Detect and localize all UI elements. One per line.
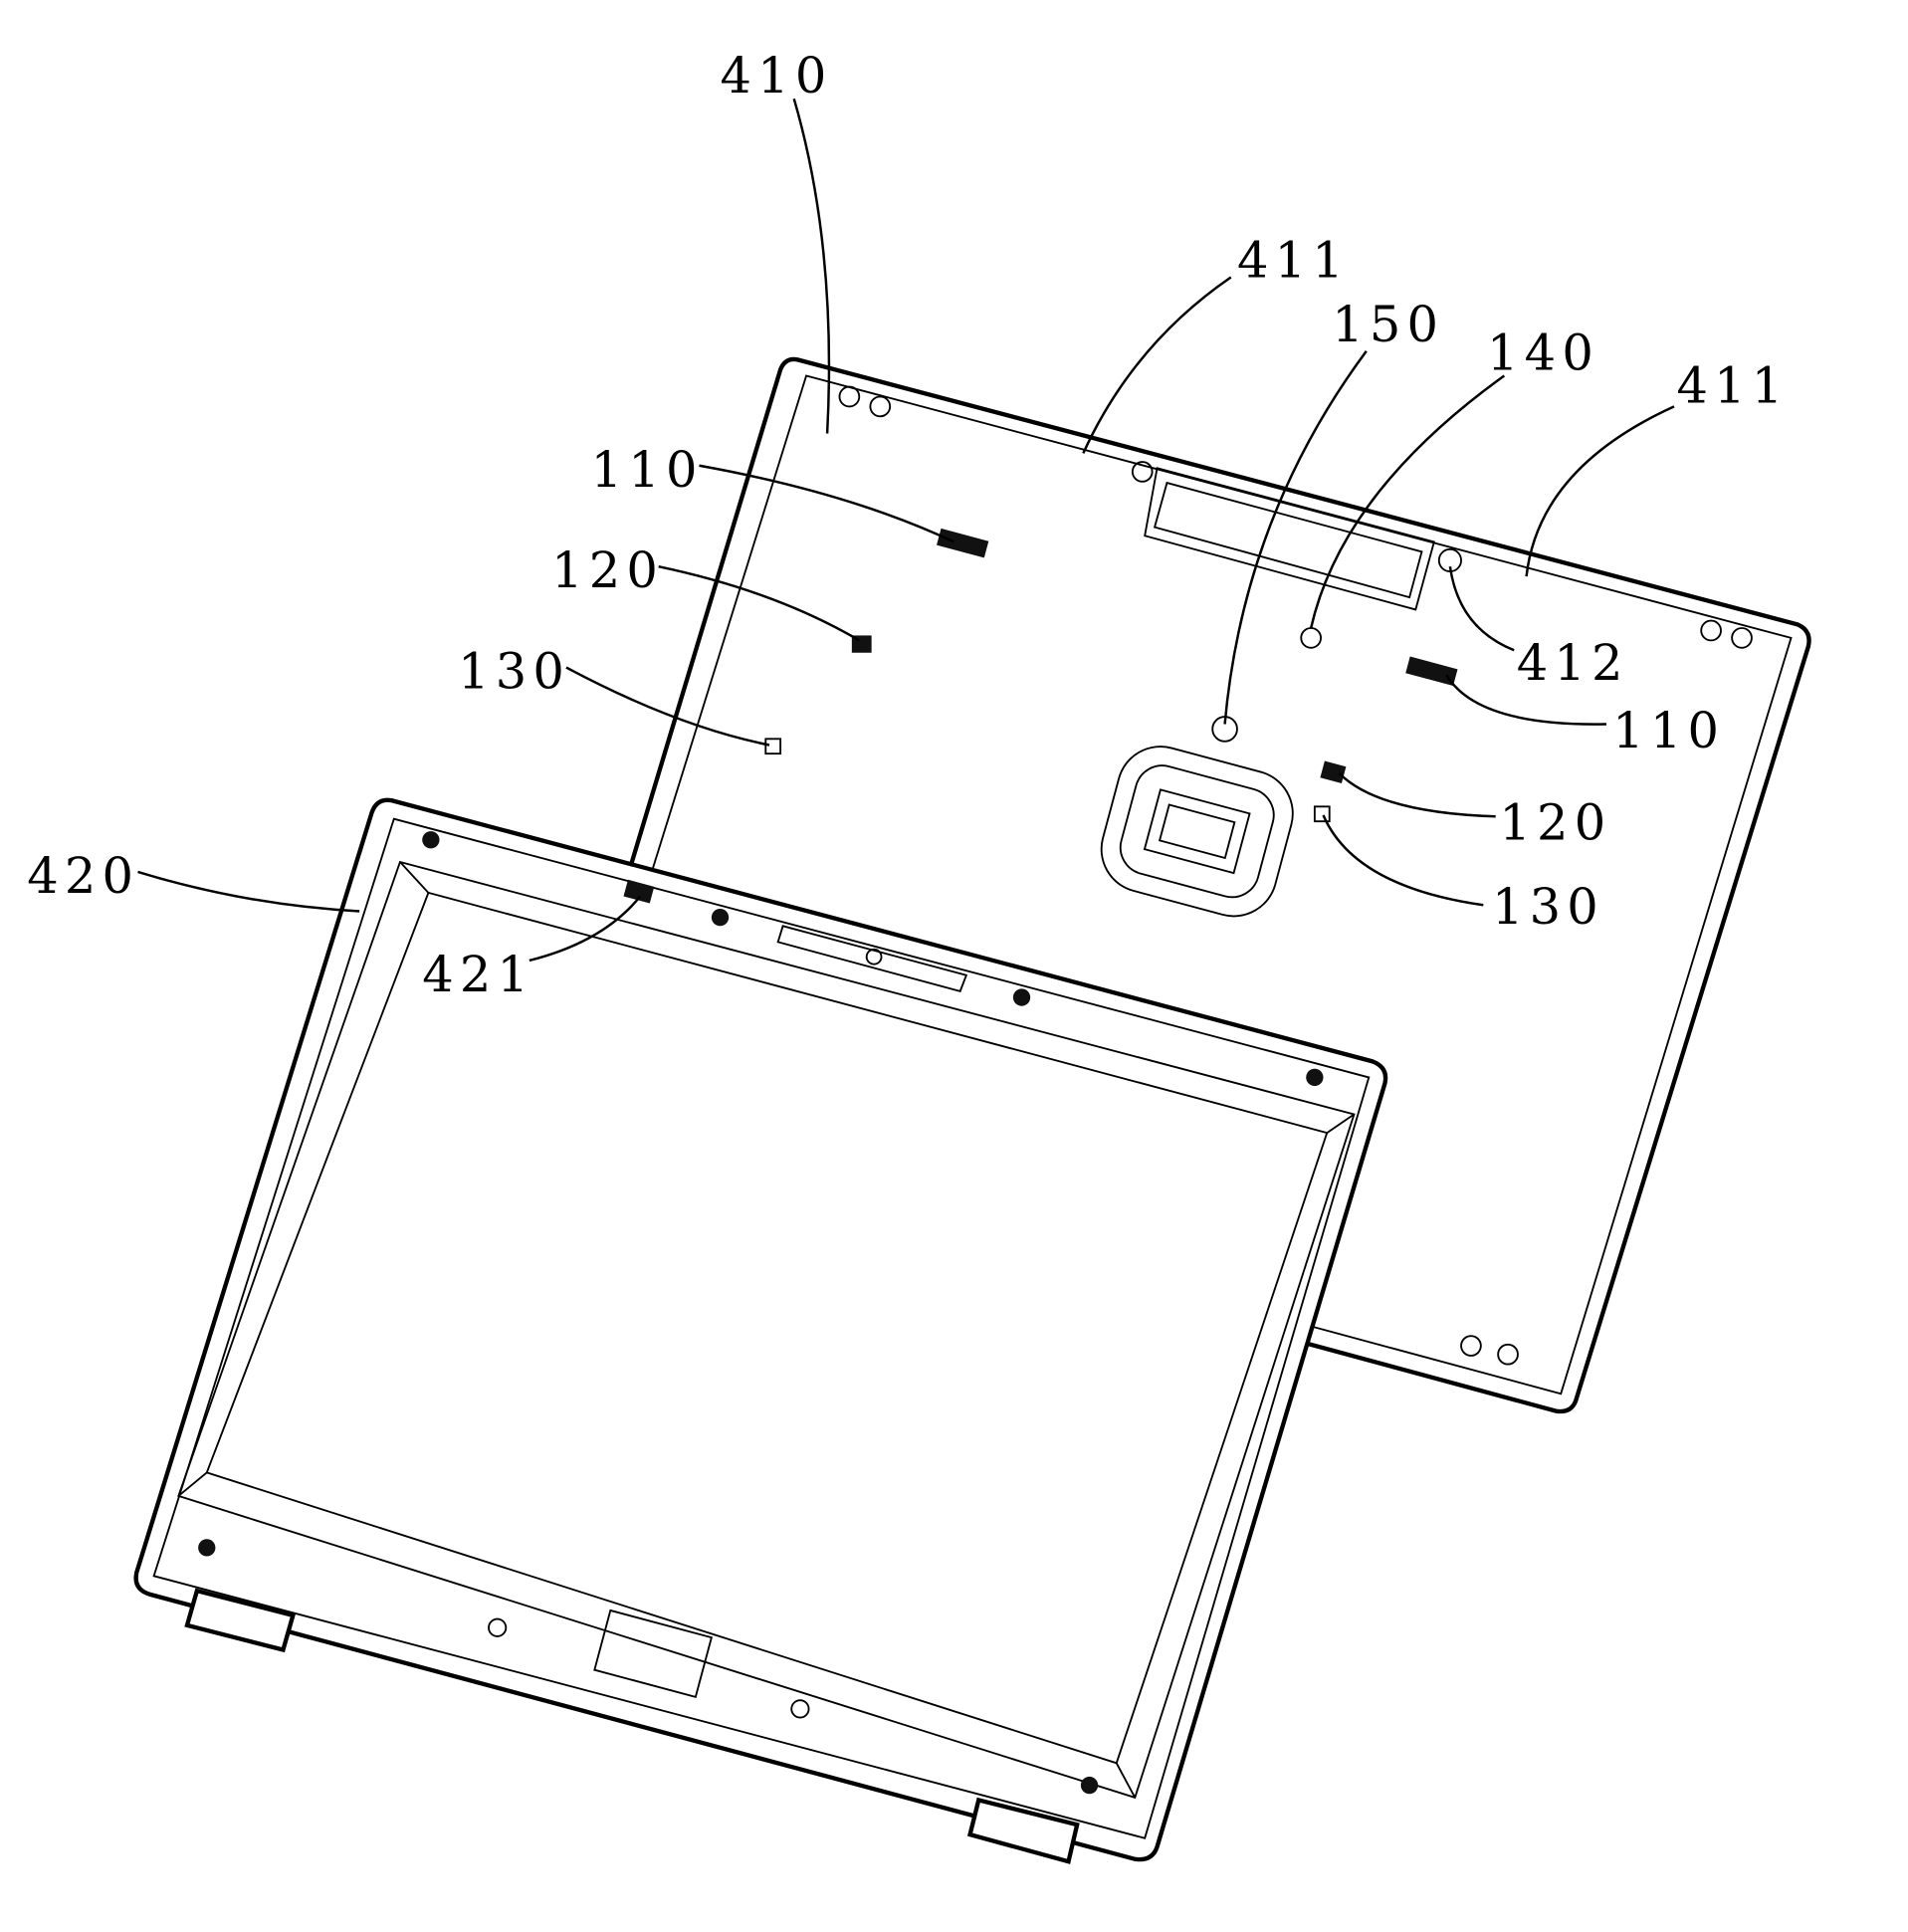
label-130-right: 130 [1492,878,1604,936]
hinge-right [966,1797,1080,1864]
leader-lines [137,98,1675,963]
part-130-left [764,738,782,755]
label-130-left: 130 [458,643,570,701]
reference-labels: 410 411 150 140 411 110 120 130 412 110 … [27,47,1789,1003]
front-bezel-420 [133,797,1388,1864]
part-110-left [937,528,989,558]
label-140: 140 [1487,323,1599,381]
label-420: 420 [27,847,139,905]
label-421: 421 [422,946,534,1003]
part-130-right [1313,805,1331,823]
label-411-right: 411 [1676,357,1789,415]
label-412: 412 [1517,634,1629,692]
label-110-left: 110 [591,441,704,499]
label-411-left: 411 [1237,232,1350,290]
label-120-left: 120 [551,541,664,599]
part-110-right [1405,656,1458,687]
part-120-right [1320,760,1347,783]
label-150: 150 [1332,296,1444,353]
pad-outer [1100,746,1294,918]
label-410: 410 [721,47,833,105]
label-110-right: 110 [1612,702,1725,759]
hinge-left [184,1588,297,1653]
bezel-clip-421 [623,879,655,904]
label-120-right: 120 [1499,794,1611,852]
